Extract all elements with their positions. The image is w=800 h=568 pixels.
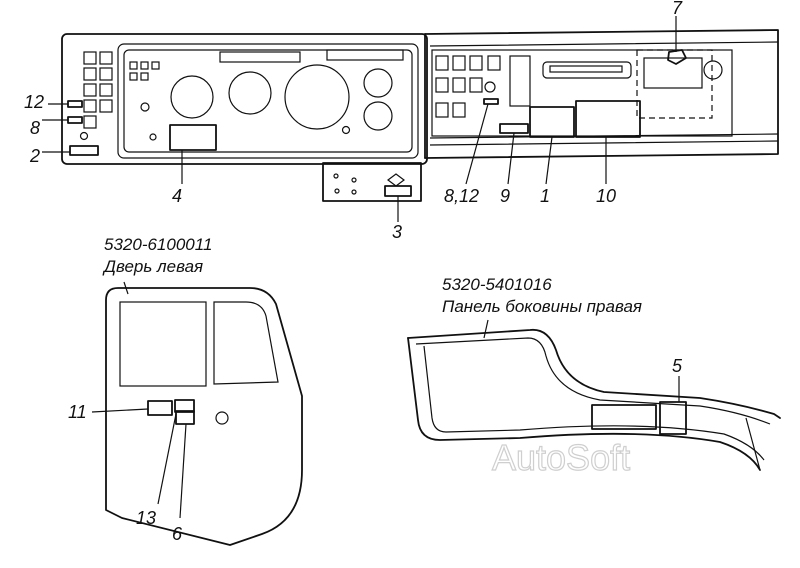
left-door	[91, 287, 303, 546]
right-side-panel	[407, 328, 781, 471]
part-4	[169, 124, 217, 151]
callout-1: 1	[540, 186, 550, 206]
callout-3: 3	[392, 222, 402, 242]
gauges	[129, 49, 404, 141]
callout-8: 8	[30, 118, 40, 138]
part-13	[174, 399, 195, 413]
part-12	[67, 100, 83, 108]
callout-13: 13	[136, 508, 156, 528]
centre-console	[431, 49, 733, 137]
side-panel-part-number: 5320-5401016	[442, 275, 552, 294]
part-1	[529, 106, 575, 138]
part-10	[575, 100, 641, 138]
switch-block	[79, 51, 113, 141]
callout-11: 11	[68, 402, 87, 422]
part-11	[147, 400, 173, 416]
callout-4: 4	[172, 186, 182, 206]
door-part-number: 5320-6100011	[104, 235, 212, 254]
part-8-12	[483, 98, 499, 105]
callout-8-12: 8,12	[444, 186, 479, 206]
callout-10: 10	[596, 186, 616, 206]
callout-9: 9	[500, 186, 510, 206]
part-9	[499, 123, 529, 134]
part-6	[175, 410, 195, 425]
watermark: AutoSoft	[492, 437, 630, 478]
part-3	[384, 185, 412, 197]
side-panel-title: Панель боковины правая	[442, 297, 642, 316]
part-5	[659, 401, 687, 435]
callout-6: 6	[172, 524, 183, 544]
instrument-panel	[42, 16, 779, 222]
callout-7: 7	[672, 0, 683, 18]
part-7	[667, 49, 687, 65]
callout-2: 2	[29, 146, 40, 166]
callout-5: 5	[672, 356, 683, 376]
part-2	[69, 145, 99, 156]
door-title: Дверь левая	[102, 257, 203, 276]
part-5-recess	[591, 404, 657, 430]
lower-bracket	[322, 162, 422, 202]
callout-12: 12	[24, 92, 44, 112]
part-8	[67, 116, 83, 124]
